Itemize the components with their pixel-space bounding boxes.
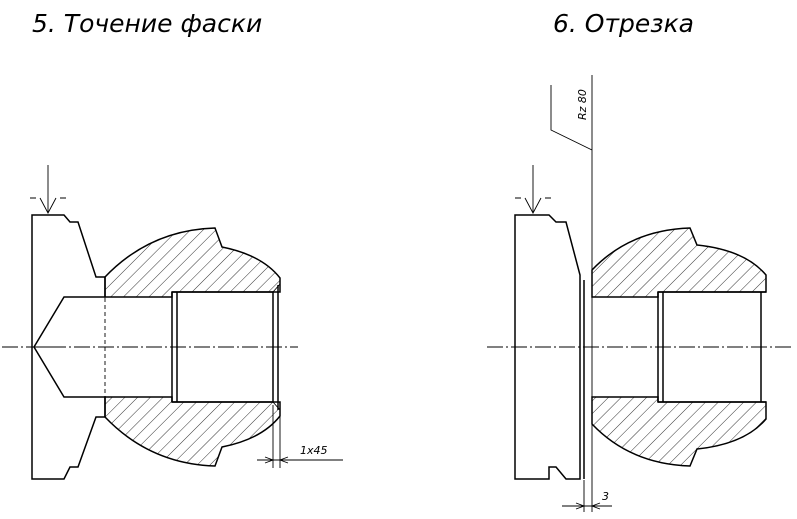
op6-part-section-upper — [591, 227, 767, 298]
operation-5-chamfer: 5. Точение фаски 1x45 — [2, 9, 343, 480]
op5-dim-text: 1x45 — [300, 444, 328, 457]
op6-roughness-symbol — [550, 75, 593, 151]
op6-fixture — [514, 214, 581, 480]
op6-title: 6. Отрезка — [553, 9, 694, 38]
op5-bore — [171, 291, 274, 403]
op5-dim-arrows — [264, 456, 289, 464]
op6-dim-text: 3 — [602, 490, 609, 503]
op5-fixture — [31, 214, 106, 480]
op6-bore — [657, 291, 766, 403]
op5-part-section-upper — [104, 227, 281, 298]
op5-part-section-lower — [104, 396, 281, 467]
op5-clamp-arrow-head — [39, 197, 57, 214]
op5-title: 5. Точение фаски — [32, 9, 262, 38]
operation-6-parting: 6. Отрезка Rz 80 3 — [487, 9, 792, 512]
op6-roughness-text: Rz 80 — [576, 89, 589, 120]
op6-part-section-lower — [591, 396, 767, 467]
op6-dim-arrows — [575, 502, 601, 510]
op6-clamp-arrow-head — [524, 197, 542, 214]
op5-chamfer-edges — [272, 283, 281, 411]
